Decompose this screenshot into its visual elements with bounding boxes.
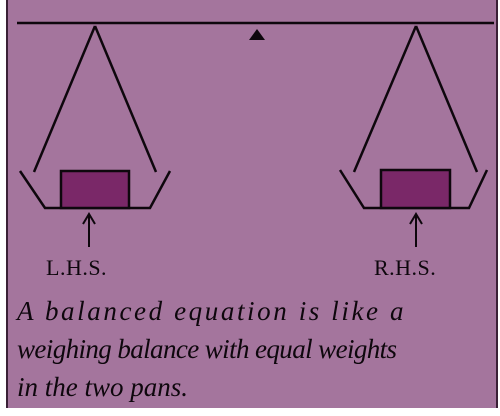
right-pan-string-left	[354, 26, 416, 172]
fulcrum-triangle	[249, 29, 265, 40]
left-pan	[20, 26, 170, 208]
left-pan-string-right	[95, 26, 156, 172]
lhs-arrow	[83, 214, 95, 247]
lhs-label: L.H.S.	[46, 255, 107, 281]
left-weight	[61, 171, 129, 208]
left-pan-string-left	[34, 26, 95, 172]
caption-line: in the two pans.	[17, 368, 491, 406]
rhs-label: R.H.S.	[374, 255, 436, 281]
caption-line: weighing balance with equal weights	[17, 330, 491, 368]
right-weight	[381, 170, 450, 208]
caption-line: A balanced equation is like a	[17, 292, 491, 330]
right-pan-string-right	[416, 26, 477, 172]
right-pan	[340, 26, 487, 208]
caption: A balanced equation is like a weighing b…	[17, 292, 491, 406]
rhs-arrow	[410, 214, 422, 247]
